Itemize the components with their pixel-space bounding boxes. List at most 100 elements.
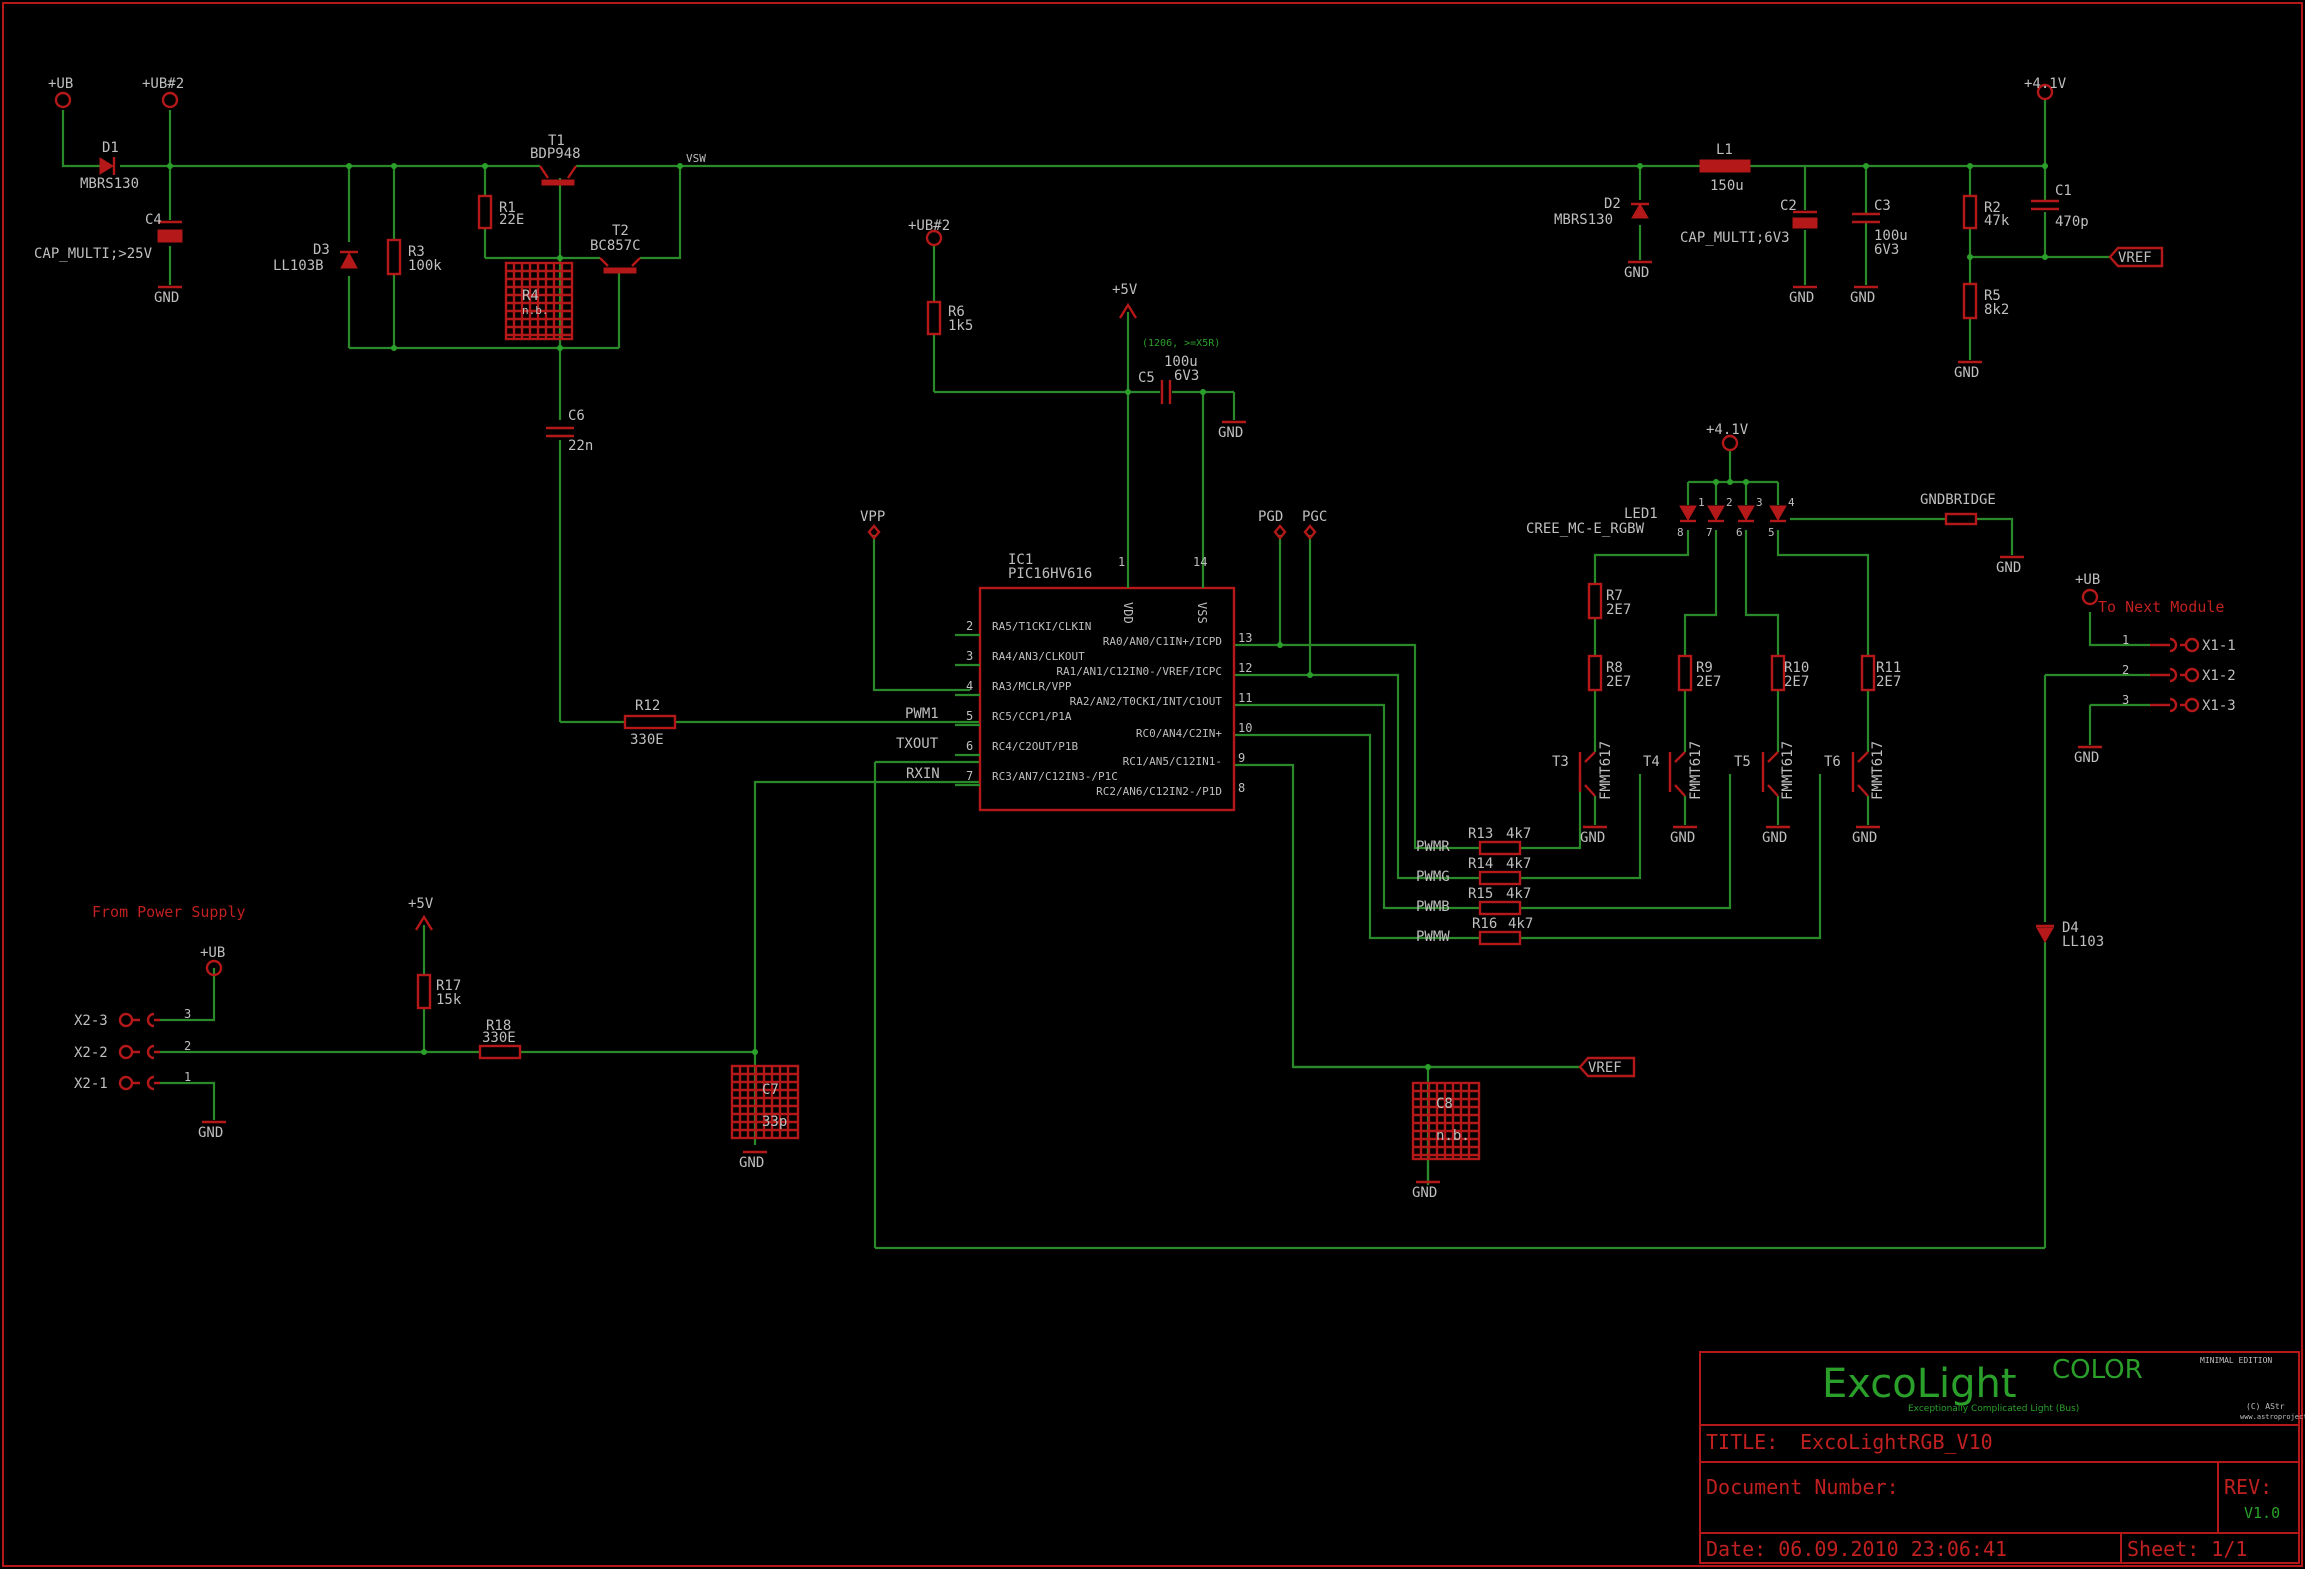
r11-value: 2E7 xyxy=(1876,674,1901,690)
capacitor-c2: C2 CAP_MULTI;6V3 xyxy=(1680,198,1818,246)
x2-pin3: 3 xyxy=(184,1007,191,1021)
t1-name: T1 xyxy=(548,133,565,149)
capacitor-c4: C4 CAP_MULTI;>25V xyxy=(34,212,183,262)
led1-value: CREE_MC-E_RGBW xyxy=(1526,521,1645,537)
r6-value: 1k5 xyxy=(948,318,973,334)
ic1-right-pin-number: 11 xyxy=(1238,691,1252,705)
gnd-label: GND xyxy=(198,1125,223,1141)
r2-value: 47k xyxy=(1984,213,2010,229)
transistors-fmmt617: T3 FMMT617 T4 FMMT617 T5 FMMT617 T6 FMMT… xyxy=(1552,741,1886,800)
net-pwmw: PWMW xyxy=(1416,929,1450,945)
led1-pin-number: 5 xyxy=(1768,526,1775,539)
ic1-left-pin-name: RC4/C2OUT/P1B xyxy=(992,740,1078,753)
ic1-left-pin-number: 2 xyxy=(966,619,973,633)
r15-value: 4k7 xyxy=(1506,886,1531,902)
gnd-label: GND xyxy=(154,290,179,306)
pgd-tp-icon xyxy=(1273,524,1287,540)
led1-name: LED1 xyxy=(1624,506,1658,522)
led1-pin-number: 1 xyxy=(1698,496,1705,509)
c5-name: C5 xyxy=(1138,370,1155,386)
ic1-right-pin-number: 8 xyxy=(1238,781,1245,795)
pgc-label: PGC xyxy=(1302,509,1327,525)
r17-name: R17 xyxy=(436,978,461,994)
x2-3-label: X2-3 xyxy=(74,1013,108,1029)
pgc-tp-icon xyxy=(1303,524,1317,540)
supply-ub4-icon xyxy=(205,959,223,977)
r10-name: R10 xyxy=(1784,660,1809,676)
c2-value: CAP_MULTI;6V3 xyxy=(1680,230,1790,246)
capacitor-c6: C6 22n xyxy=(546,408,593,454)
title-block: ExcoLight COLOR Exceptionally Complicate… xyxy=(1699,1351,2305,1564)
r7-value: 2E7 xyxy=(1606,602,1631,618)
t2-name: T2 xyxy=(612,223,629,239)
resistor-r3: R3 100k xyxy=(386,238,442,276)
c3-name: C3 xyxy=(1874,198,1891,214)
supply-5v-icon xyxy=(1118,302,1138,319)
ic1-right-pin-number: 12 xyxy=(1238,661,1252,675)
copyright-label: (C) AStr xyxy=(2246,1402,2285,1411)
r4-value: n.b. xyxy=(522,304,549,317)
c5-note: (1206, >=X5R) xyxy=(1142,338,1220,349)
c8-name: C8 xyxy=(1436,1096,1453,1112)
supply-symbols: +UB +UB#2 +4.1V +UB#2 +4.1V +UB +UB +5V … xyxy=(48,76,2100,977)
r16-value: 4k7 xyxy=(1508,916,1533,932)
x1-2-label: X1-2 xyxy=(2202,668,2236,684)
net-pwmg: PWMG xyxy=(1416,869,1450,885)
t6-value: FMMT617 xyxy=(1870,741,1886,800)
r6-name: R6 xyxy=(948,304,965,320)
ic1-left-pin-name: RC3/AN7/C12IN3-/P1C xyxy=(992,770,1118,783)
led1-pin-number: 3 xyxy=(1756,496,1763,509)
x1-pin3: 3 xyxy=(2122,693,2129,707)
r13-value: 4k7 xyxy=(1506,826,1531,842)
diode-d3: D3 LL103B xyxy=(273,242,358,274)
supply-ub4-label: +UB xyxy=(200,945,225,961)
supply-5v-b-icon xyxy=(414,914,434,931)
gnd-label: GND xyxy=(1789,290,1814,306)
x2-2-label: X2-2 xyxy=(74,1045,108,1061)
c6-value: 22n xyxy=(568,438,593,454)
title-value: ExcoLightRGB_V10 xyxy=(1800,1430,1993,1454)
t3-value: FMMT617 xyxy=(1598,741,1614,800)
ic1-left-pin: 5 RC5/CCP1/P1A xyxy=(955,709,1072,727)
gnd-label: GND xyxy=(1996,560,2021,576)
net-rxin: RXIN xyxy=(906,766,940,782)
capacitor-c7-hatched: C7 33p xyxy=(730,1064,800,1140)
gnd-label: GND xyxy=(1670,830,1695,846)
gnd-label: GND xyxy=(1954,365,1979,381)
ic1-right-pin-name: RA2/AN2/T0CKI/INT/C1OUT xyxy=(1070,695,1223,708)
pgd-label: PGD xyxy=(1258,509,1283,525)
rev-label: REV: xyxy=(2224,1475,2272,1499)
r5-value: 8k2 xyxy=(1984,302,2009,318)
l1-name: L1 xyxy=(1716,142,1733,158)
led1-pin-number: 6 xyxy=(1736,526,1743,539)
r12-value: 330E xyxy=(630,732,664,748)
t1-value: BDP948 xyxy=(530,146,581,162)
edition-label: MINIMAL EDITION xyxy=(2200,1356,2272,1365)
t2-value: BC857C xyxy=(590,238,641,254)
diode-d2: D2 MBRS130 xyxy=(1554,196,1649,228)
vref-label-bottom: VREF xyxy=(1588,1060,1622,1076)
c5-value2: 6V3 xyxy=(1174,368,1199,384)
x1-pin2: 2 xyxy=(2122,663,2129,677)
gndbridge: GNDBRIDGE xyxy=(1920,492,1996,526)
from-power-supply-label: From Power Supply xyxy=(92,903,246,921)
ic1-left-pin-number: 5 xyxy=(966,709,973,723)
ic1-vss-label: VSS xyxy=(1195,602,1209,624)
resistor-r1: R1 22E xyxy=(477,194,524,230)
ic1-left-pin-name: RC5/CCP1/P1A xyxy=(992,710,1072,723)
t4-value: FMMT617 xyxy=(1688,741,1704,800)
gnd-label: GND xyxy=(1852,830,1877,846)
r4-name: R4 xyxy=(522,288,539,304)
d3-value: LL103B xyxy=(273,258,324,274)
supply-4v1-label: +4.1V xyxy=(2024,76,2067,92)
r10-value: 2E7 xyxy=(1784,674,1809,690)
r8-value: 2E7 xyxy=(1606,674,1631,690)
capacitor-c8-hatched: C8 n.b. xyxy=(1411,1081,1481,1161)
net-txout: TXOUT xyxy=(896,736,939,752)
